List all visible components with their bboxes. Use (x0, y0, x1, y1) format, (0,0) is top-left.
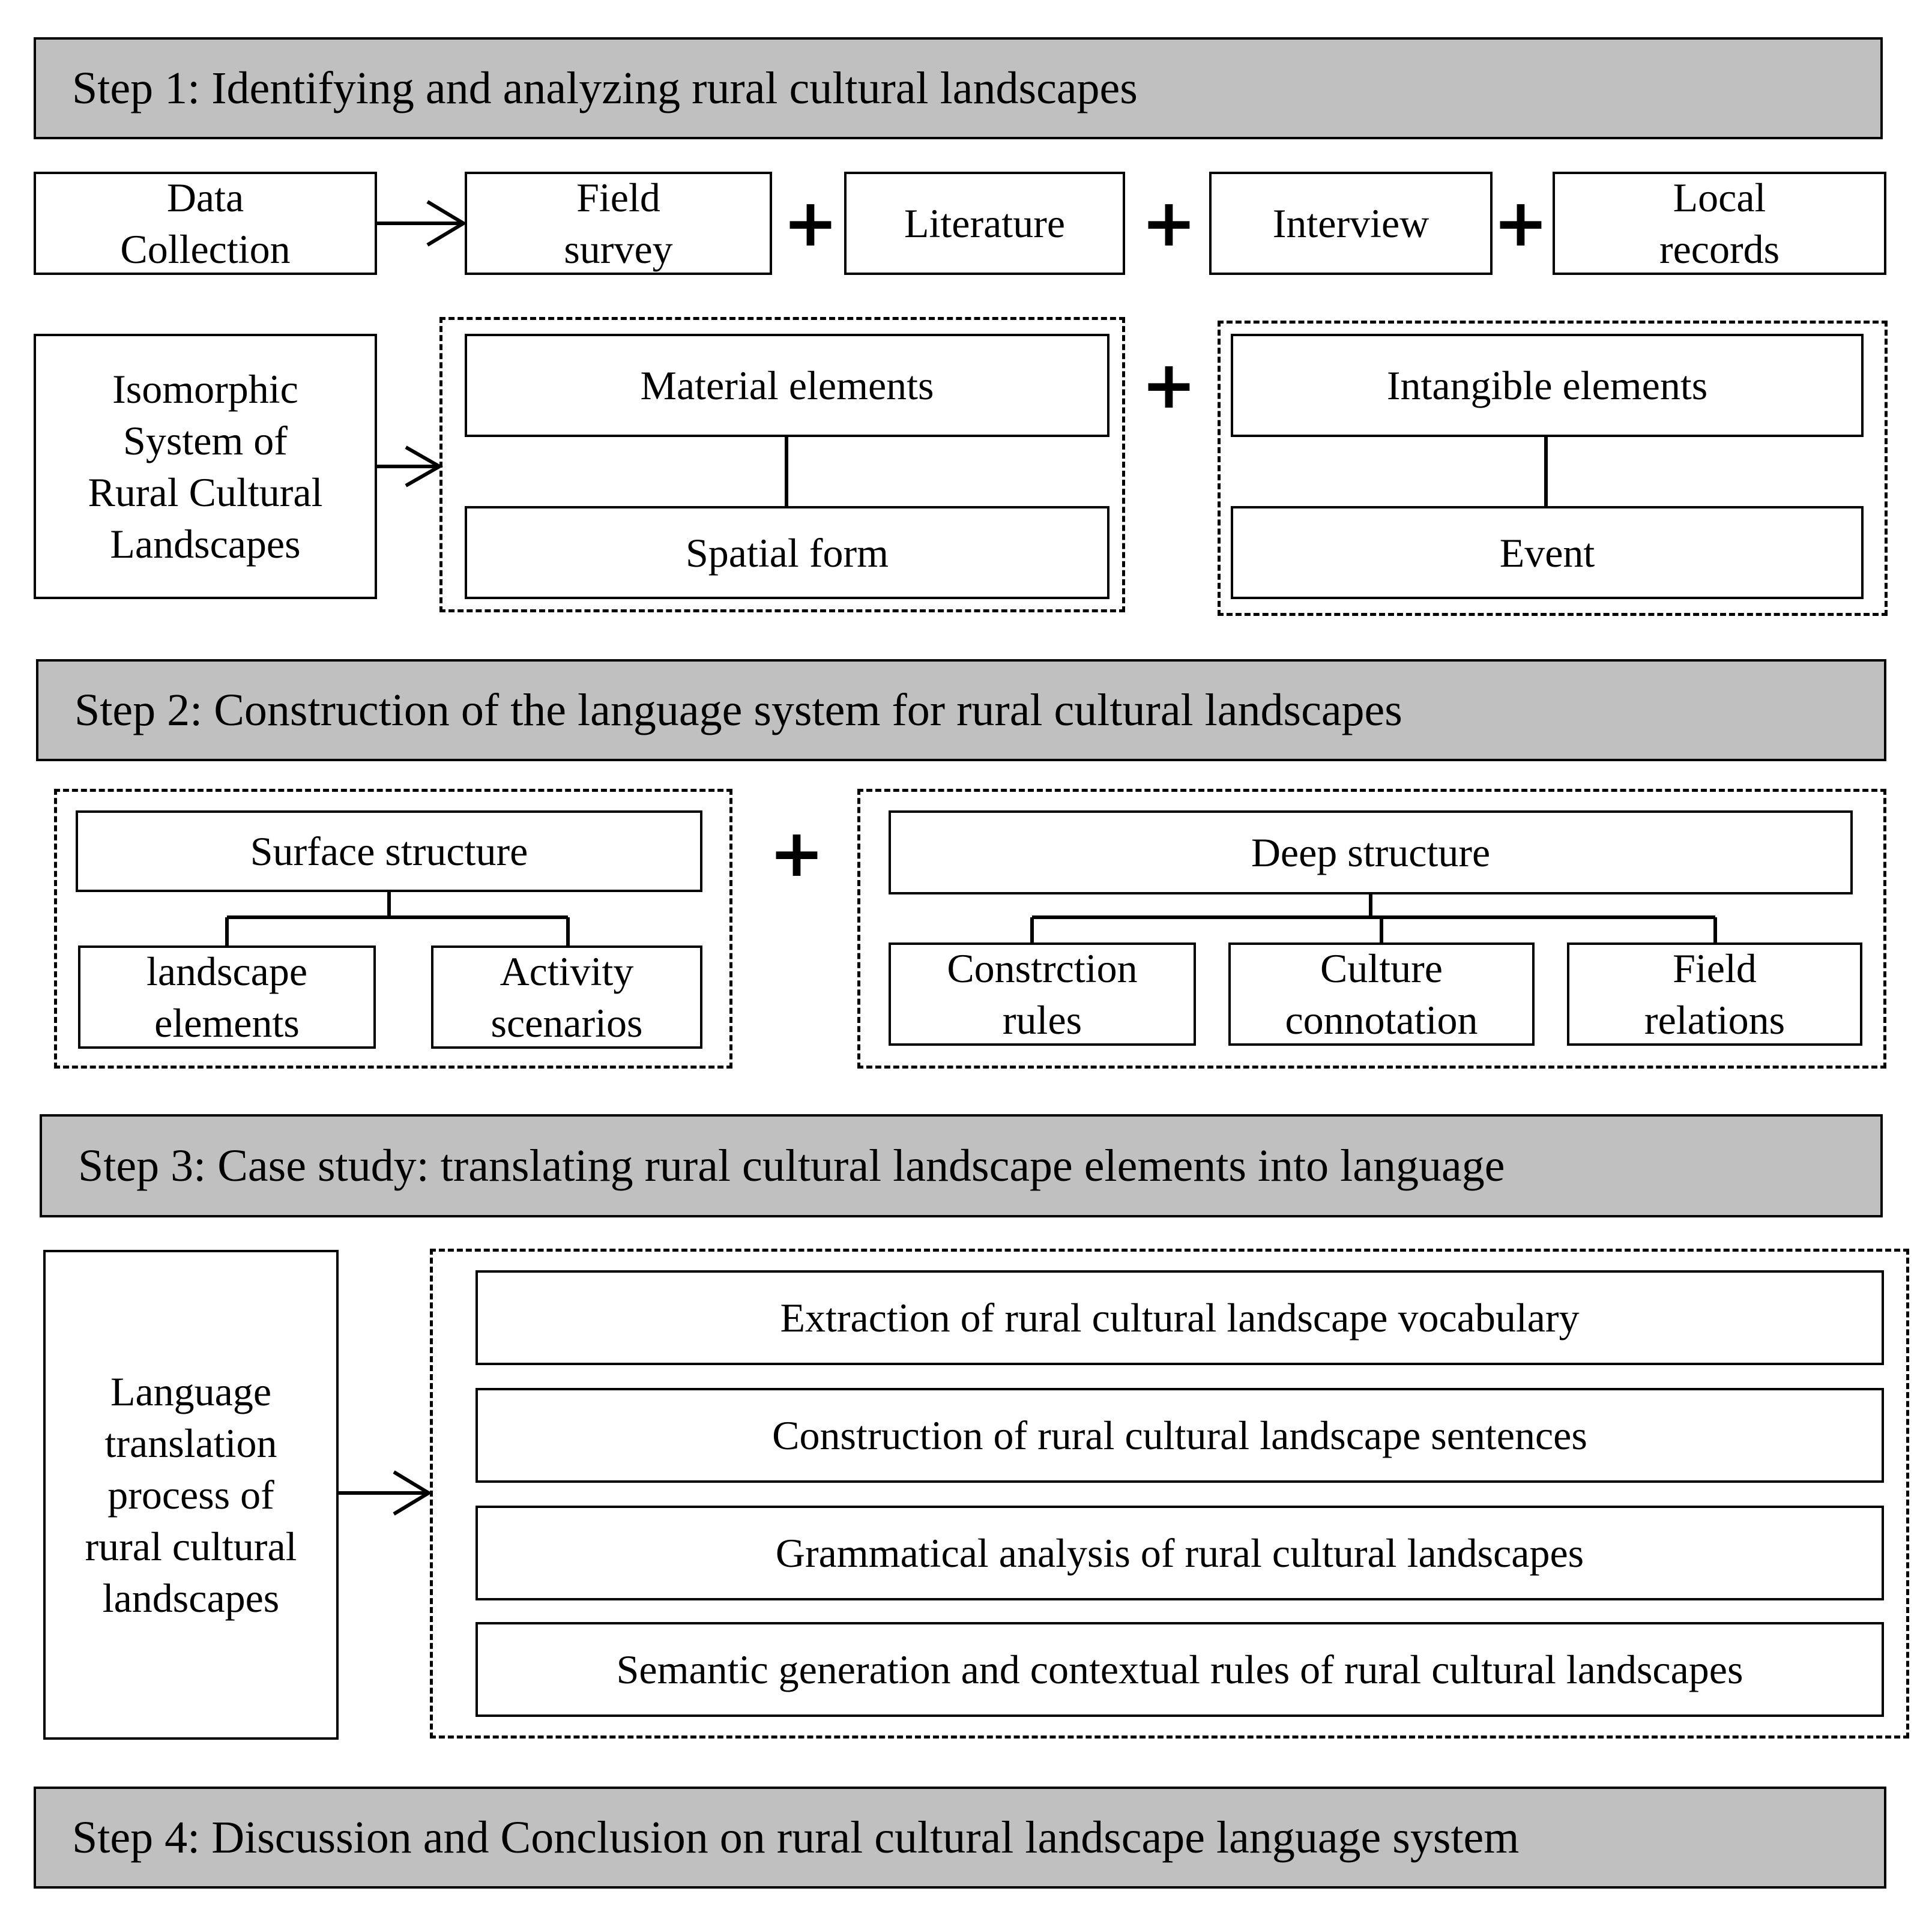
step3-title: Step 3: Case study: translating rural cu… (78, 1140, 1505, 1191)
step1-title: Step 1: Identifying and analyzing rural … (72, 62, 1138, 113)
spatial-form-label: Spatial form (685, 529, 889, 576)
literature-box: Literature (844, 172, 1125, 275)
interview-box: Interview (1209, 172, 1493, 275)
culture-connotation-box: Culture connotation (1228, 942, 1535, 1046)
field-survey-box: Field survey (465, 172, 772, 275)
step3-header: Step 3: Case study: translating rural cu… (40, 1114, 1883, 1217)
data-collection-label: Data Collection (120, 175, 291, 272)
sentences-label: Construction of rural cultural landscape… (772, 1413, 1587, 1458)
vocabulary-label: Extraction of rural cultural landscape v… (780, 1295, 1580, 1341)
event-box: Event (1231, 506, 1864, 599)
data-collection-box: Data Collection (34, 172, 377, 275)
field-survey-label: Field survey (564, 175, 673, 272)
deep-group (857, 789, 1886, 1069)
translation-process-box: Language translation process of rural cu… (43, 1250, 339, 1740)
grammar-box: Grammatical analysis of rural cultural l… (475, 1506, 1884, 1600)
surface-group (54, 789, 732, 1069)
arrow-head-process (393, 1470, 432, 1516)
material-group (439, 317, 1125, 612)
activity-scenarios-box: Activity scenarios (431, 945, 702, 1049)
semantic-label: Semantic generation and contextual rules… (616, 1647, 1743, 1692)
isomorphic-system-box: Isomorphic System of Rural Cultural Land… (34, 334, 377, 599)
landscape-elements-box: landscape elements (78, 945, 376, 1049)
plus-icon: + (1141, 184, 1197, 261)
step2-title: Step 2: Construction of the language sys… (74, 684, 1402, 735)
literature-label: Literature (904, 201, 1066, 246)
semantic-box: Semantic generation and contextual rules… (475, 1622, 1884, 1717)
event-label: Event (1499, 529, 1595, 576)
construction-rules-box: Constrction rules (889, 942, 1196, 1046)
vocabulary-box: Extraction of rural cultural landscape v… (475, 1270, 1884, 1365)
isomorphic-label: Isomorphic System of Rural Cultural Land… (88, 366, 323, 567)
plus-icon: + (782, 184, 839, 261)
intangible-group (1218, 321, 1888, 616)
plus-icon: + (1141, 346, 1197, 423)
material-elements-label: Material elements (640, 363, 934, 408)
translation-steps-group (430, 1249, 1909, 1739)
step4-header: Step 4: Discussion and Conclusion on rur… (34, 1787, 1886, 1889)
plus-icon: + (768, 815, 825, 891)
step1-header: Step 1: Identifying and analyzing rural … (34, 37, 1883, 139)
local-records-label: Local records (1659, 175, 1780, 272)
step2-header: Step 2: Construction of the language sys… (36, 659, 1886, 761)
local-records-box: Local records (1553, 172, 1886, 275)
step4-title: Step 4: Discussion and Conclusion on rur… (72, 1812, 1520, 1863)
intangible-elements-box: Intangible elements (1231, 334, 1864, 437)
deep-structure-box: Deep structure (889, 810, 1853, 894)
material-elements-box: Material elements (465, 334, 1109, 437)
field-relations-label: Field relations (1644, 945, 1786, 1043)
sentences-box: Construction of rural cultural landscape… (475, 1388, 1884, 1483)
arrow-head-data-to-field (426, 200, 467, 247)
deep-structure-label: Deep structure (1251, 830, 1491, 875)
interview-label: Interview (1272, 201, 1429, 246)
field-relations-box: Field relations (1567, 942, 1862, 1046)
construction-rules-label: Constrction rules (947, 945, 1138, 1043)
grammar-label: Grammatical analysis of rural cultural l… (775, 1530, 1584, 1576)
spatial-form-box: Spatial form (465, 506, 1109, 599)
landscape-elements-label: landscape elements (146, 948, 308, 1046)
intangible-elements-label: Intangible elements (1386, 363, 1708, 408)
culture-connotation-label: Culture connotation (1285, 945, 1478, 1043)
plus-icon: + (1493, 184, 1549, 261)
surface-structure-label: Surface structure (250, 828, 528, 874)
activity-scenarios-label: Activity scenarios (491, 948, 643, 1046)
surface-structure-box: Surface structure (76, 810, 702, 892)
translation-process-label: Language translation process of rural cu… (85, 1369, 297, 1621)
